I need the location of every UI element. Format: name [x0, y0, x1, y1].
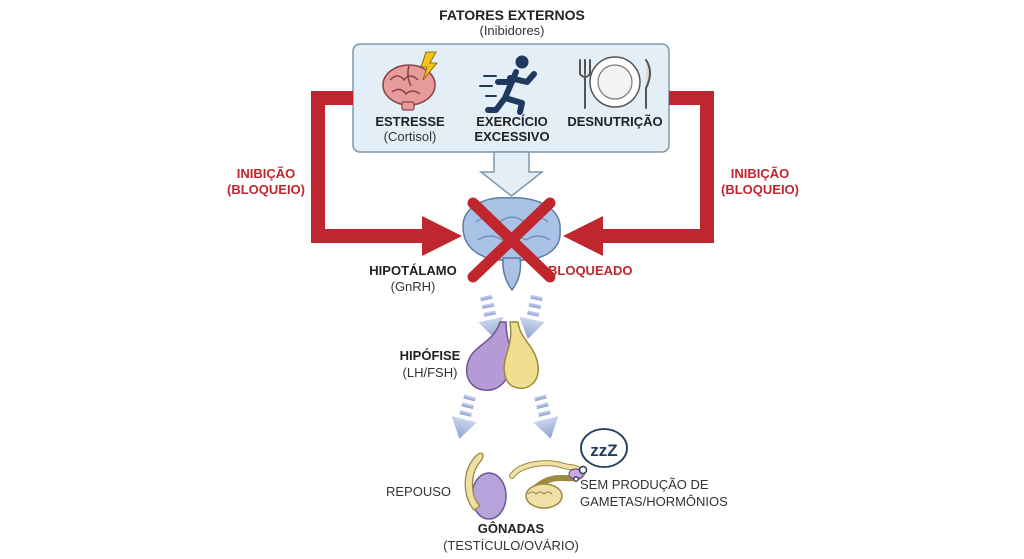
stress-sublabel: (Cortisol)	[383, 129, 437, 144]
pituitary-sublabel: (LH/FSH)	[402, 365, 458, 380]
exercise-label-line2: EXCESSIVO	[474, 129, 550, 144]
inhibition-left-line2: (BLOQUEIO)	[227, 182, 305, 197]
running-person-icon	[479, 55, 537, 115]
hypothalamus-to-pituitary-arrows	[478, 294, 545, 340]
external-factors-subtitle: (Inibidores)	[479, 23, 545, 38]
testicle-icon	[464, 452, 507, 520]
inhibition-left-line1: INIBIÇÃO	[236, 166, 296, 181]
stress-label: ESTRESSE	[375, 114, 445, 129]
inhibition-right-line1: INIBIÇÃO	[730, 166, 790, 181]
gonads-label: GÔNADAS	[477, 521, 545, 536]
sleep-bubble-icon: zzZ	[573, 428, 628, 482]
malnutrition-label: DESNUTRIÇÃO	[567, 114, 663, 129]
exercise-label-line1: EXERCÍCIO	[476, 114, 548, 129]
pituitary-label: HIPÓFISE	[399, 348, 461, 363]
external-factors-title: FATORES EXTERNOS	[439, 7, 585, 23]
pituitary-to-gonads-arrows	[451, 394, 559, 439]
empty-plate-icon	[579, 56, 651, 109]
left-inhibition-arrow	[311, 91, 462, 256]
gonads-sublabel: (TESTÍCULO/OVÁRIO)	[443, 538, 579, 553]
stressed-brain-icon	[382, 51, 438, 111]
right-inhibition-arrow	[563, 91, 714, 256]
pituitary-gland	[465, 321, 539, 391]
blocked-x-mark	[467, 197, 556, 283]
ovary-icon	[509, 460, 586, 509]
hypothalamus-label: HIPOTÁLAMO	[369, 263, 457, 278]
box-down-arrow	[478, 151, 545, 197]
no-production-line2: GAMETAS/HORMÔNIOS	[580, 494, 728, 509]
inhibition-right-line2: (BLOQUEIO)	[721, 182, 799, 197]
blocked-label: BLOQUEADO	[548, 263, 633, 278]
rest-label: REPOUSO	[386, 484, 452, 499]
sleep-text: zzZ	[590, 441, 617, 460]
no-production-line1: SEM PRODUÇÃO DE	[580, 477, 709, 492]
hypothalamus-sublabel: (GnRH)	[390, 279, 436, 294]
